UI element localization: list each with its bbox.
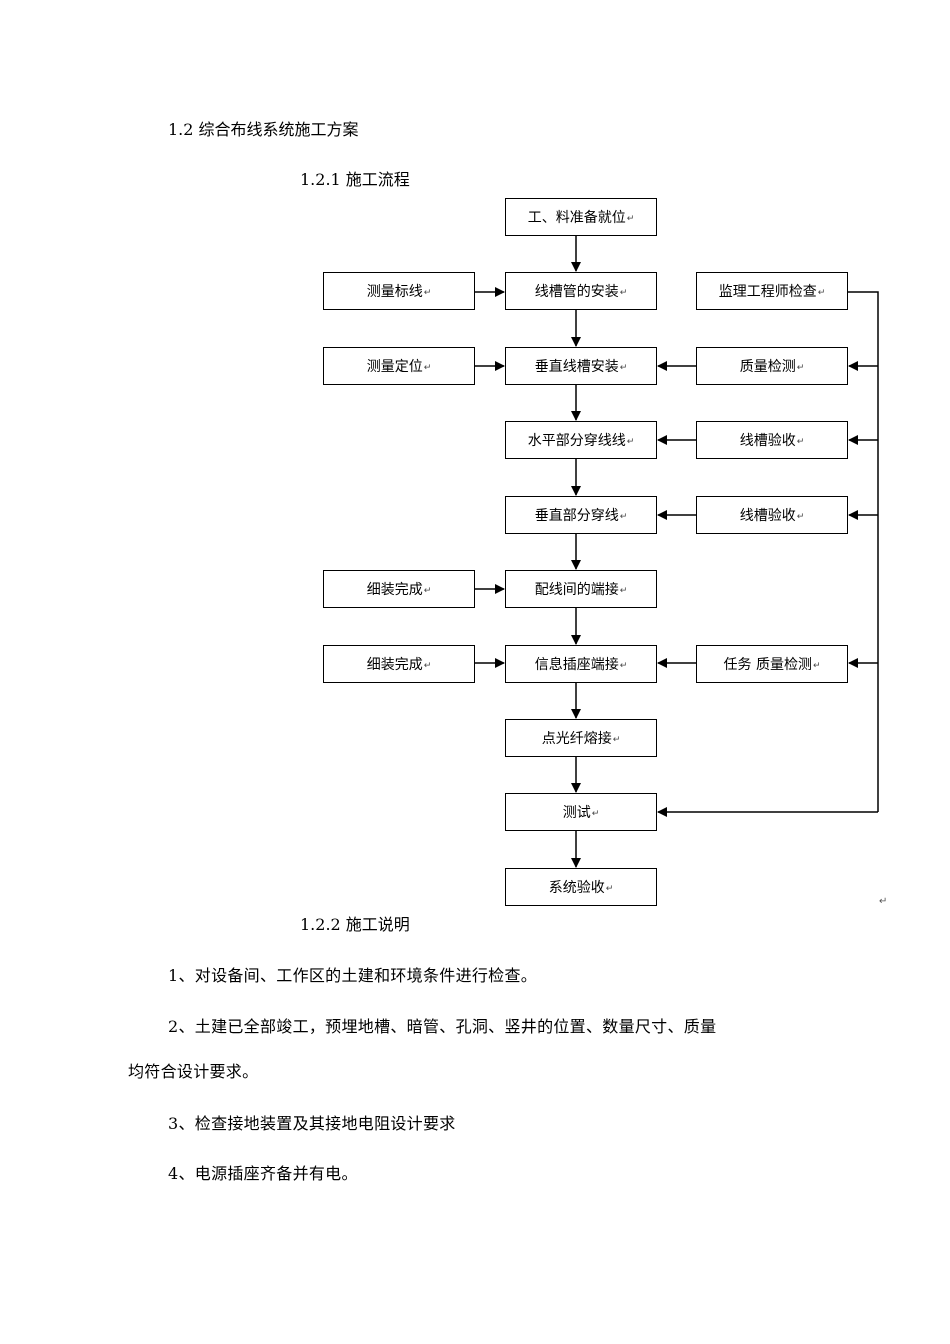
step-label: 细装完成 (366, 657, 423, 673)
step-label: 垂直线槽安装 (534, 359, 619, 375)
inspection-bus-line (848, 291, 879, 812)
paragraph-2: 2、土建已全部竣工，预埋地槽、暗管、孔洞、竖井的位置、数量尺寸、质量 (168, 1017, 717, 1036)
step-label: 水平部分穿线线 (527, 433, 626, 449)
paragraph-2-continued: 均符合设计要求。 (128, 1062, 259, 1081)
return-mark: ↵ (626, 437, 635, 447)
flow-step-testing: 测试↵ (505, 793, 657, 831)
flow-step-acceptance: 系统验收↵ (505, 868, 657, 906)
step-label: 线槽验收 (739, 508, 796, 524)
flow-right-trunking-acceptance-2: 线槽验收↵ (696, 496, 848, 534)
flow-right-quality-check: 质量检测↵ (696, 347, 848, 385)
return-mark: ↵ (423, 586, 432, 596)
step-label: 测试 (562, 805, 591, 821)
flow-step-horizontal-cabling: 水平部分穿线线↵ (505, 421, 657, 459)
return-mark: ↵ (812, 661, 821, 671)
step-label: 配线间的端接 (534, 582, 619, 598)
return-mark: ↵ (796, 512, 805, 522)
flow-step-wiring-room-termination: 配线间的端接↵ (505, 570, 657, 608)
return-mark: ↵ (619, 288, 628, 298)
step-label: 垂直部分穿线 (534, 508, 619, 524)
return-mark: ↵ (619, 661, 628, 671)
flow-left-marking: 测量标线↵ (323, 272, 475, 310)
desc-subheading: 1.2.2 施工说明 (300, 915, 410, 934)
return-mark: ↵ (626, 214, 635, 224)
step-label: 工、料准备就位 (527, 210, 626, 226)
step-label: 系统验收 (548, 880, 605, 896)
step-label: 细装完成 (366, 582, 423, 598)
return-mark: ↵ (423, 288, 432, 298)
return-mark: ↵ (619, 363, 628, 373)
section-heading: 1.2 综合布线系统施工方案 (168, 120, 359, 139)
return-mark: ↵ (605, 884, 614, 894)
paragraph-4: 4、电源插座齐备并有电。 (168, 1164, 358, 1183)
return-mark: ↵ (591, 809, 600, 819)
return-mark: ↵ (619, 586, 628, 596)
flow-right-task-quality-check: 任务 质量检测↵ (696, 645, 848, 683)
step-label: 点光纤熔接 (541, 731, 612, 747)
paragraph-1: 1、对设备间、工作区的土建和环境条件进行检查。 (168, 966, 538, 985)
step-label: 测量标线 (366, 284, 423, 300)
flow-left-finish-2: 细装完成↵ (323, 645, 475, 683)
step-label: 线槽管的安装 (534, 284, 619, 300)
step-label: 任务 质量检测 (723, 657, 812, 673)
flow-left-finish-1: 细装完成↵ (323, 570, 475, 608)
flow-right-supervisor-check: 监理工程师检查↵ (696, 272, 848, 310)
flow-right-trunking-acceptance-1: 线槽验收↵ (696, 421, 848, 459)
step-label: 线槽验收 (739, 433, 796, 449)
step-label: 信息插座端接 (534, 657, 619, 673)
return-mark: ↵ (796, 363, 805, 373)
return-mark: ↵ (796, 437, 805, 447)
return-mark: ↵ (817, 288, 826, 298)
flow-left-positioning: 测量定位↵ (323, 347, 475, 385)
flow-step-outlet-termination: 信息插座端接↵ (505, 645, 657, 683)
flow-step-prep: 工、料准备就位↵ (505, 198, 657, 236)
step-label: 质量检测 (739, 359, 796, 375)
flow-subheading: 1.2.1 施工流程 (300, 170, 410, 189)
step-label: 监理工程师检查 (718, 284, 817, 300)
return-mark: ↵ (619, 512, 628, 522)
paragraph-3: 3、检查接地装置及其接地电阻设计要求 (168, 1114, 456, 1133)
flow-step-vertical-cabling: 垂直部分穿线↵ (505, 496, 657, 534)
return-mark: ↵ (612, 735, 621, 745)
return-mark: ↵ (423, 661, 432, 671)
step-label: 测量定位 (366, 359, 423, 375)
return-mark: ↵ (879, 896, 888, 907)
flow-step-vertical-trunking: 垂直线槽安装↵ (505, 347, 657, 385)
return-mark: ↵ (423, 363, 432, 373)
flow-step-trunking-install: 线槽管的安装↵ (505, 272, 657, 310)
flow-step-fiber-splicing: 点光纤熔接↵ (505, 719, 657, 757)
